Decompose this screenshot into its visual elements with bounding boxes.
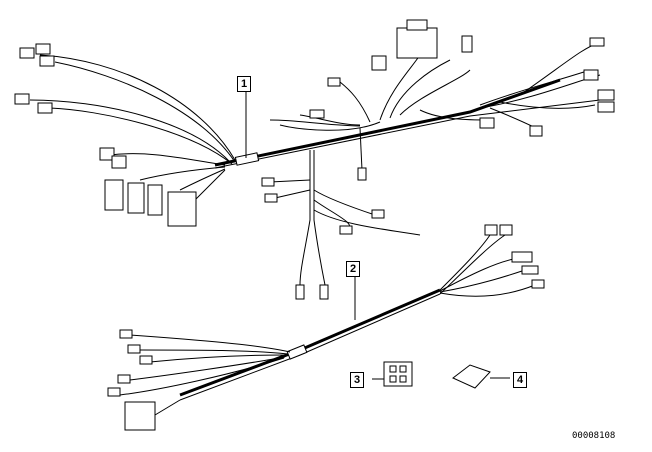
callout-4: 4 bbox=[513, 372, 527, 388]
part-4-plug bbox=[452, 364, 510, 389]
harness-1 bbox=[14, 19, 615, 300]
part-3-connector bbox=[372, 361, 413, 387]
document-number: 00008108 bbox=[572, 431, 616, 441]
callout-1: 1 bbox=[237, 76, 251, 92]
callout-3: 3 bbox=[350, 372, 364, 388]
harness-2 bbox=[107, 224, 545, 431]
callout-2: 2 bbox=[346, 261, 360, 277]
